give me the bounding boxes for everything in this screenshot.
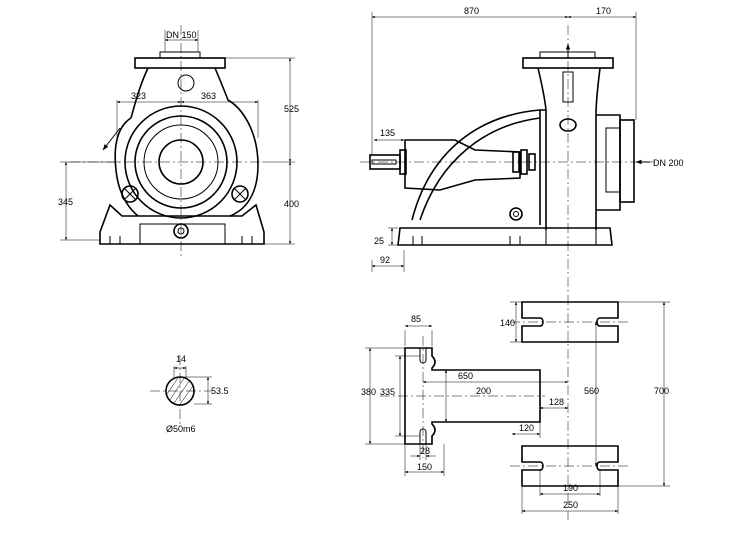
dim-700: 700 <box>654 386 669 396</box>
dn200-label: DN 200 <box>653 158 684 168</box>
side-view: DN 200 870 170 135 25 92 <box>360 6 684 520</box>
dim-150: 150 <box>417 462 432 472</box>
dim-345: 345 <box>58 197 73 207</box>
front-view: DN 150 323 363 525 400 345 <box>58 25 299 258</box>
dim-14: 14 <box>176 354 186 364</box>
dim-53-5: 53.5 <box>211 386 229 396</box>
dim-28: 28 <box>420 446 430 456</box>
dn150-label: DN 150 <box>166 30 197 40</box>
dim-92: 92 <box>380 255 390 265</box>
dim-135: 135 <box>380 128 395 138</box>
dim-diameter: Ø50m6 <box>166 424 196 434</box>
dim-85: 85 <box>411 314 421 324</box>
dim-128: 128 <box>549 397 564 407</box>
dim-170: 170 <box>596 6 611 16</box>
dim-400: 400 <box>284 199 299 209</box>
dim-120: 120 <box>519 423 534 433</box>
dim-200: 200 <box>476 386 491 396</box>
dim-335: 335 <box>380 387 395 397</box>
dim-140: 140 <box>500 318 515 328</box>
dim-560: 560 <box>584 386 599 396</box>
dim-525: 525 <box>284 104 299 114</box>
foundation-plan: 85 380 335 650 200 128 120 28 150 140 56… <box>361 301 670 514</box>
dim-323: 323 <box>131 91 146 101</box>
dim-380: 380 <box>361 387 376 397</box>
dim-363: 363 <box>201 91 216 101</box>
dim-650: 650 <box>458 371 473 381</box>
dim-250: 250 <box>563 500 578 510</box>
dim-190: 190 <box>563 483 578 493</box>
shaft-section: 14 53.5 Ø50m6 <box>150 354 229 434</box>
dim-25: 25 <box>374 236 384 246</box>
dim-870: 870 <box>464 6 479 16</box>
